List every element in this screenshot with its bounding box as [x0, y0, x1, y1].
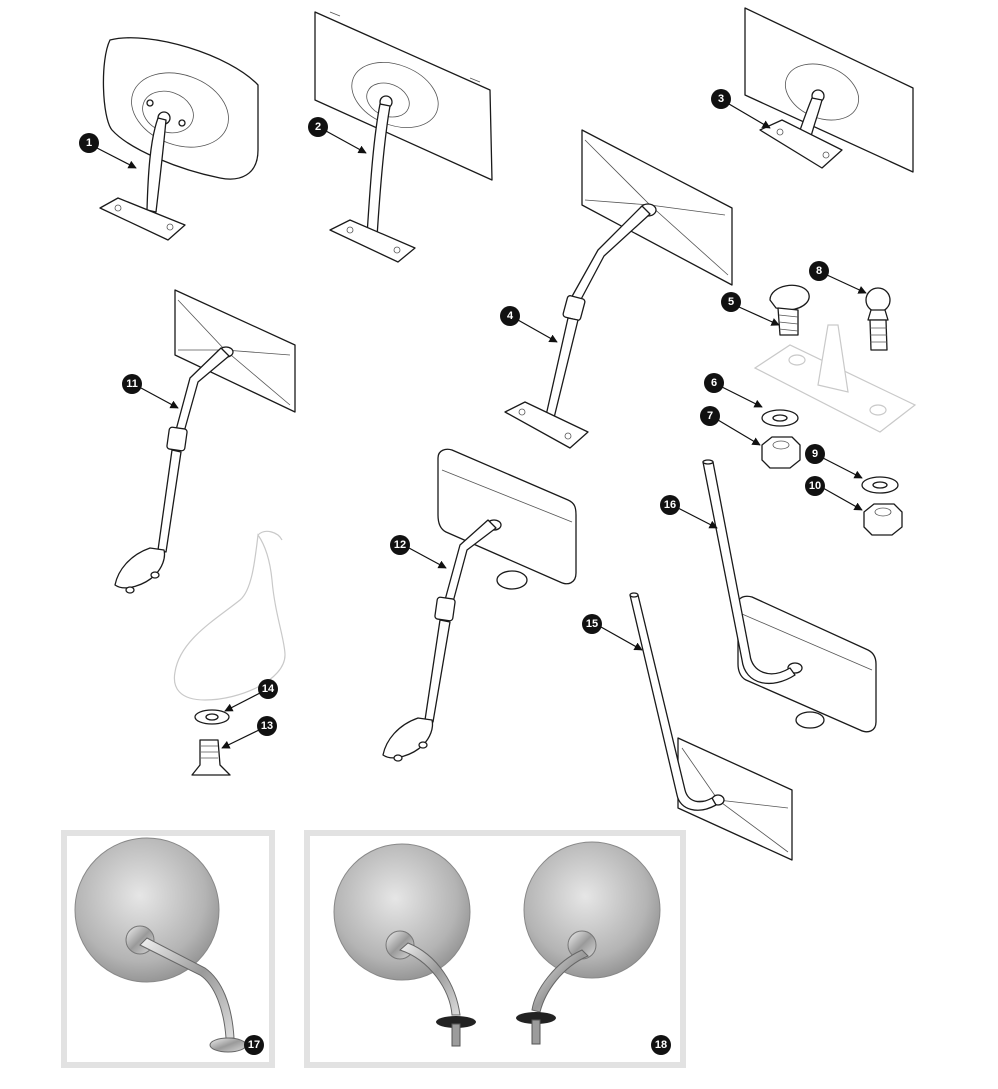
callout-3: 3	[711, 89, 731, 109]
callout-6-label: 6	[711, 377, 717, 389]
callout-18-label: 18	[655, 1039, 667, 1051]
mirror-part-4	[504, 129, 733, 449]
base-plate-ghost	[753, 324, 917, 433]
callout-5-label: 5	[728, 296, 734, 308]
photo-panel-18	[304, 830, 686, 1068]
callout-2: 2	[308, 117, 328, 137]
mirror-part-12	[382, 448, 577, 762]
callout-17: 17	[244, 1035, 264, 1055]
bolt-part-5	[769, 284, 810, 336]
callout-4: 4	[500, 306, 520, 326]
callout-9: 9	[805, 444, 825, 464]
callout-7-label: 7	[707, 410, 713, 422]
callout-18: 18	[651, 1035, 671, 1055]
callout-6: 6	[704, 373, 724, 393]
callout-4-label: 4	[507, 310, 514, 322]
callout-8: 8	[809, 261, 829, 281]
callout-10-label: 10	[809, 480, 821, 492]
nut-part-7	[761, 436, 801, 469]
callout-14-label: 14	[262, 683, 275, 695]
ball-stud-part-8	[865, 287, 891, 351]
callout-5: 5	[721, 292, 741, 312]
callout-2-label: 2	[315, 121, 321, 133]
callout-10: 10	[805, 476, 825, 496]
lock-washer-part-9	[861, 476, 899, 494]
photo-panel-17	[61, 830, 275, 1068]
lock-washer-part-6	[761, 409, 799, 427]
lock-washer-part-14	[194, 709, 230, 725]
mirror-part-1	[99, 37, 259, 241]
callout-12-label: 12	[394, 539, 406, 551]
mirror-part-2	[314, 11, 493, 263]
callout-15-label: 15	[586, 618, 598, 630]
callout-15: 15	[582, 614, 602, 634]
nut-part-10	[863, 503, 903, 536]
callout-13: 13	[257, 716, 277, 736]
callout-11-label: 11	[126, 378, 138, 390]
callout-16: 16	[660, 495, 680, 515]
mirror-part-15	[629, 592, 793, 861]
leader-lines	[96, 103, 867, 749]
callout-14: 14	[258, 679, 278, 699]
callout-1-label: 1	[86, 137, 92, 149]
callout-8-label: 8	[816, 265, 822, 277]
mirror-part-3	[744, 7, 914, 173]
callout-12: 12	[390, 535, 410, 555]
mirror-part-16	[702, 459, 877, 733]
callout-16-label: 16	[664, 499, 676, 511]
callout-3-label: 3	[718, 93, 724, 105]
callout-7: 7	[700, 406, 720, 426]
callout-9-label: 9	[812, 448, 818, 460]
callout-13-label: 13	[261, 720, 273, 732]
ghost-foot-base	[173, 530, 286, 701]
callout-11: 11	[122, 374, 142, 394]
callout-1: 1	[79, 133, 99, 153]
callout-17-label: 17	[248, 1039, 260, 1051]
screw-part-13	[191, 739, 231, 776]
mirror-part-11	[114, 289, 296, 594]
